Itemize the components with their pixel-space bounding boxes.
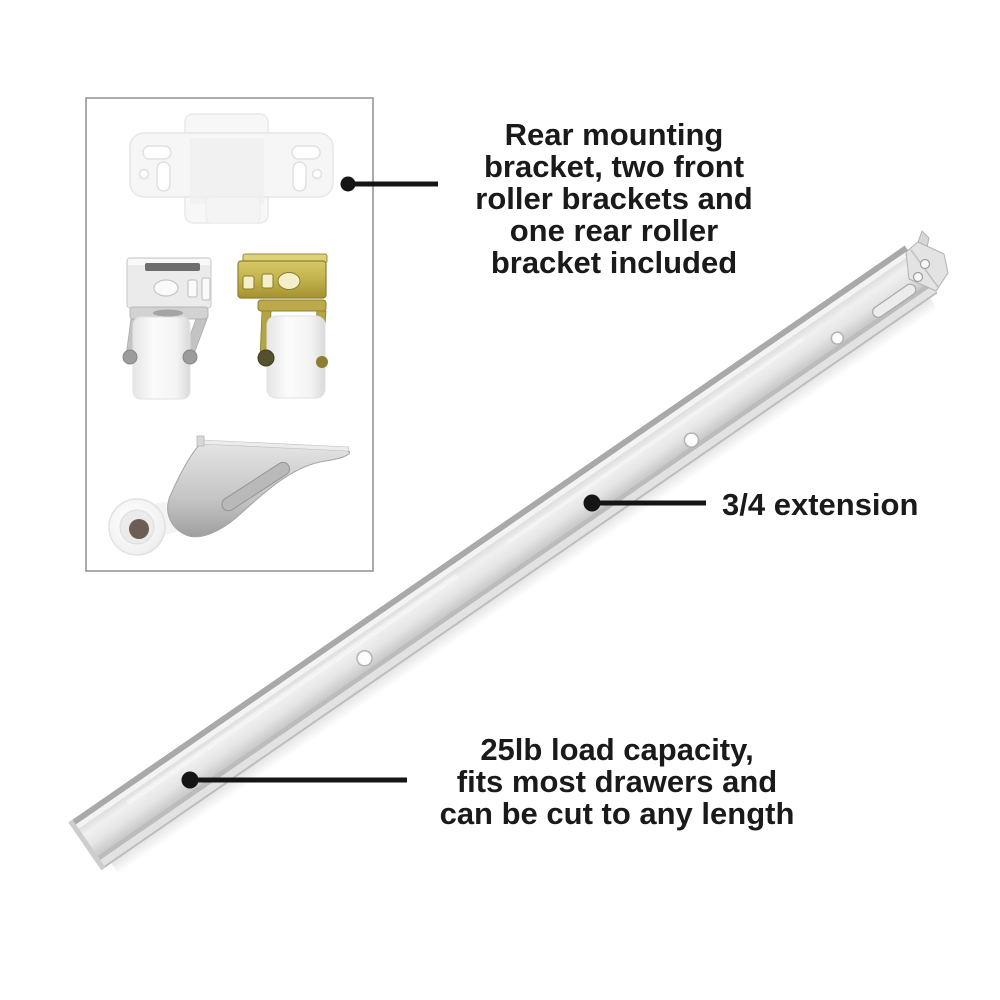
- annotation-line: 3/4 extension: [722, 487, 919, 522]
- annotation-line: Rear mounting: [504, 117, 724, 152]
- front-roller-bracket-white-image: [122, 257, 212, 400]
- rail-hole: [683, 432, 700, 448]
- rear-mounting-bracket-image: [129, 113, 334, 224]
- roller-wheel: [266, 315, 326, 399]
- bracket-hole: [311, 168, 323, 180]
- rail-end-bracket-image: [905, 230, 949, 292]
- bracket-slot: [145, 263, 200, 271]
- rear-roller-bracket-image: [108, 435, 350, 556]
- annotation-line: can be cut to any length: [439, 796, 795, 831]
- bracket-hole: [153, 279, 179, 297]
- rail-hole: [912, 271, 924, 283]
- rail-hole: [919, 258, 931, 270]
- annotation-hardware-text: Rear mounting bracket, two front roller …: [414, 119, 814, 279]
- bracket-hole: [277, 272, 301, 290]
- axle-cap: [257, 349, 275, 367]
- bracket-hole: [138, 168, 150, 180]
- bracket-slot: [221, 461, 290, 512]
- callout-dot: [340, 176, 356, 192]
- callout-capacity: [181, 771, 407, 789]
- bracket-hole: [201, 277, 211, 301]
- annotation-line: roller brackets and: [475, 181, 753, 216]
- bracket-hole: [242, 275, 255, 290]
- annotation-line: 25lb load capacity,: [480, 732, 754, 767]
- rail-slot: [872, 283, 917, 318]
- bracket-slot: [142, 145, 172, 160]
- annotation-line: fits most drawers and: [456, 764, 778, 799]
- rail-hole: [830, 331, 845, 345]
- bracket-slot: [156, 161, 171, 192]
- axle-hole: [129, 519, 149, 539]
- callout-dot: [583, 494, 601, 512]
- annotation-extension-text: 3/4 extension: [722, 489, 918, 521]
- bracket-hole: [187, 279, 198, 298]
- front-roller-bracket-zinc-image: [237, 253, 328, 399]
- callout-dot: [181, 771, 199, 789]
- rail-hole: [356, 650, 373, 667]
- axle-cap: [182, 349, 198, 365]
- callout-hardware: [340, 176, 438, 192]
- callout-extension: [583, 494, 706, 512]
- bracket-slot: [291, 145, 321, 160]
- axle-cap: [122, 349, 138, 365]
- axle-cap: [316, 356, 328, 368]
- bracket-slot: [292, 161, 307, 192]
- drawer-slide-rail-image: [68, 245, 938, 875]
- annotation-capacity-text: 25lb load capacity, fits most drawers an…: [417, 734, 817, 830]
- annotation-line: bracket, two front: [483, 149, 745, 184]
- bracket-hole: [261, 273, 274, 289]
- annotation-line: bracket included: [490, 245, 738, 280]
- annotation-line: one rear roller: [509, 213, 719, 248]
- roller-wheel: [132, 316, 191, 400]
